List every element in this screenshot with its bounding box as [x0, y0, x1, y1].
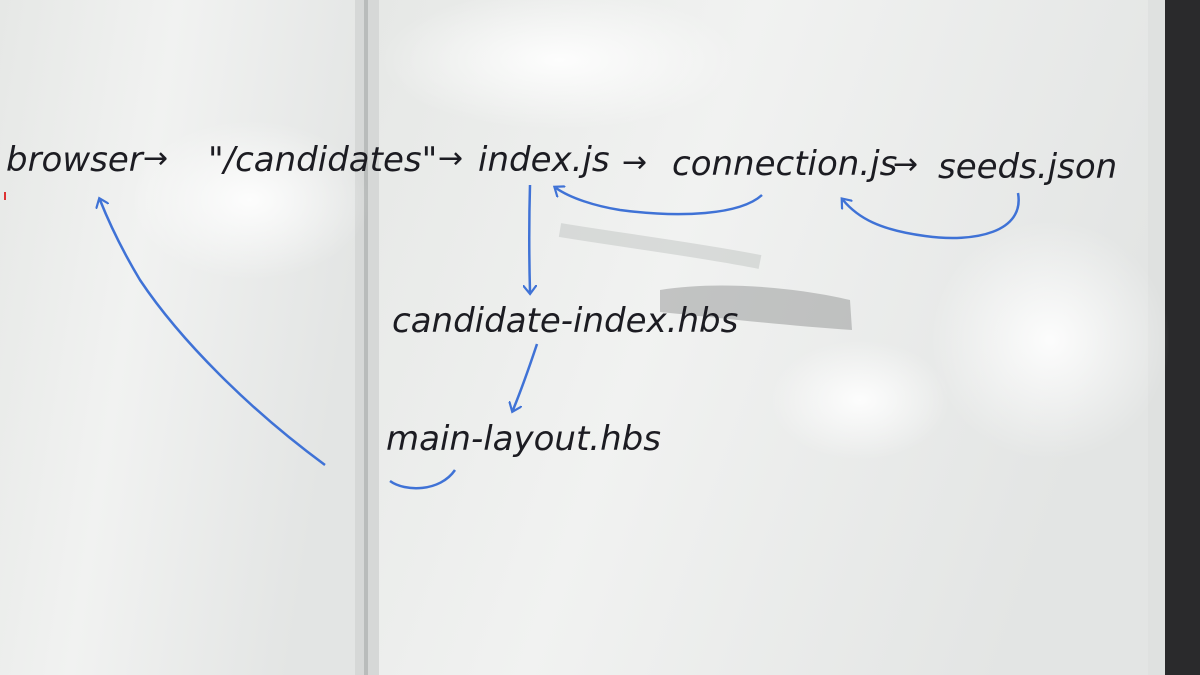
node-browser: browser	[6, 140, 145, 180]
node-route: "/candidates"	[208, 140, 437, 180]
arrow-browser-route: →	[143, 141, 168, 176]
node-connection-js: connection.js	[672, 144, 897, 184]
board-frame	[1165, 0, 1200, 675]
node-seeds-json: seeds.json	[938, 147, 1117, 187]
blue-arrow-index-to-candidate	[529, 184, 530, 292]
blue-arrow-candidate-to-layout	[513, 343, 539, 410]
whiteboard-left-panel	[0, 0, 365, 675]
blue-arrow-seeds-to-connection	[843, 192, 1020, 240]
blue-arrow-layout-to-browser	[100, 200, 326, 467]
blue-arrow-connection-to-index	[556, 188, 763, 216]
node-index-js: index.js	[478, 140, 610, 180]
blue-underline-main	[389, 469, 457, 490]
eraser-smudge	[660, 285, 852, 330]
arrow-index-connection: →	[622, 145, 647, 180]
arrow-route-index: →	[438, 141, 463, 176]
node-main-layout-hbs: main-layout.hbs	[386, 419, 661, 459]
node-candidate-index-hbs: candidate-index.hbs	[392, 301, 738, 341]
arrow-connection-seeds: →	[893, 147, 918, 182]
